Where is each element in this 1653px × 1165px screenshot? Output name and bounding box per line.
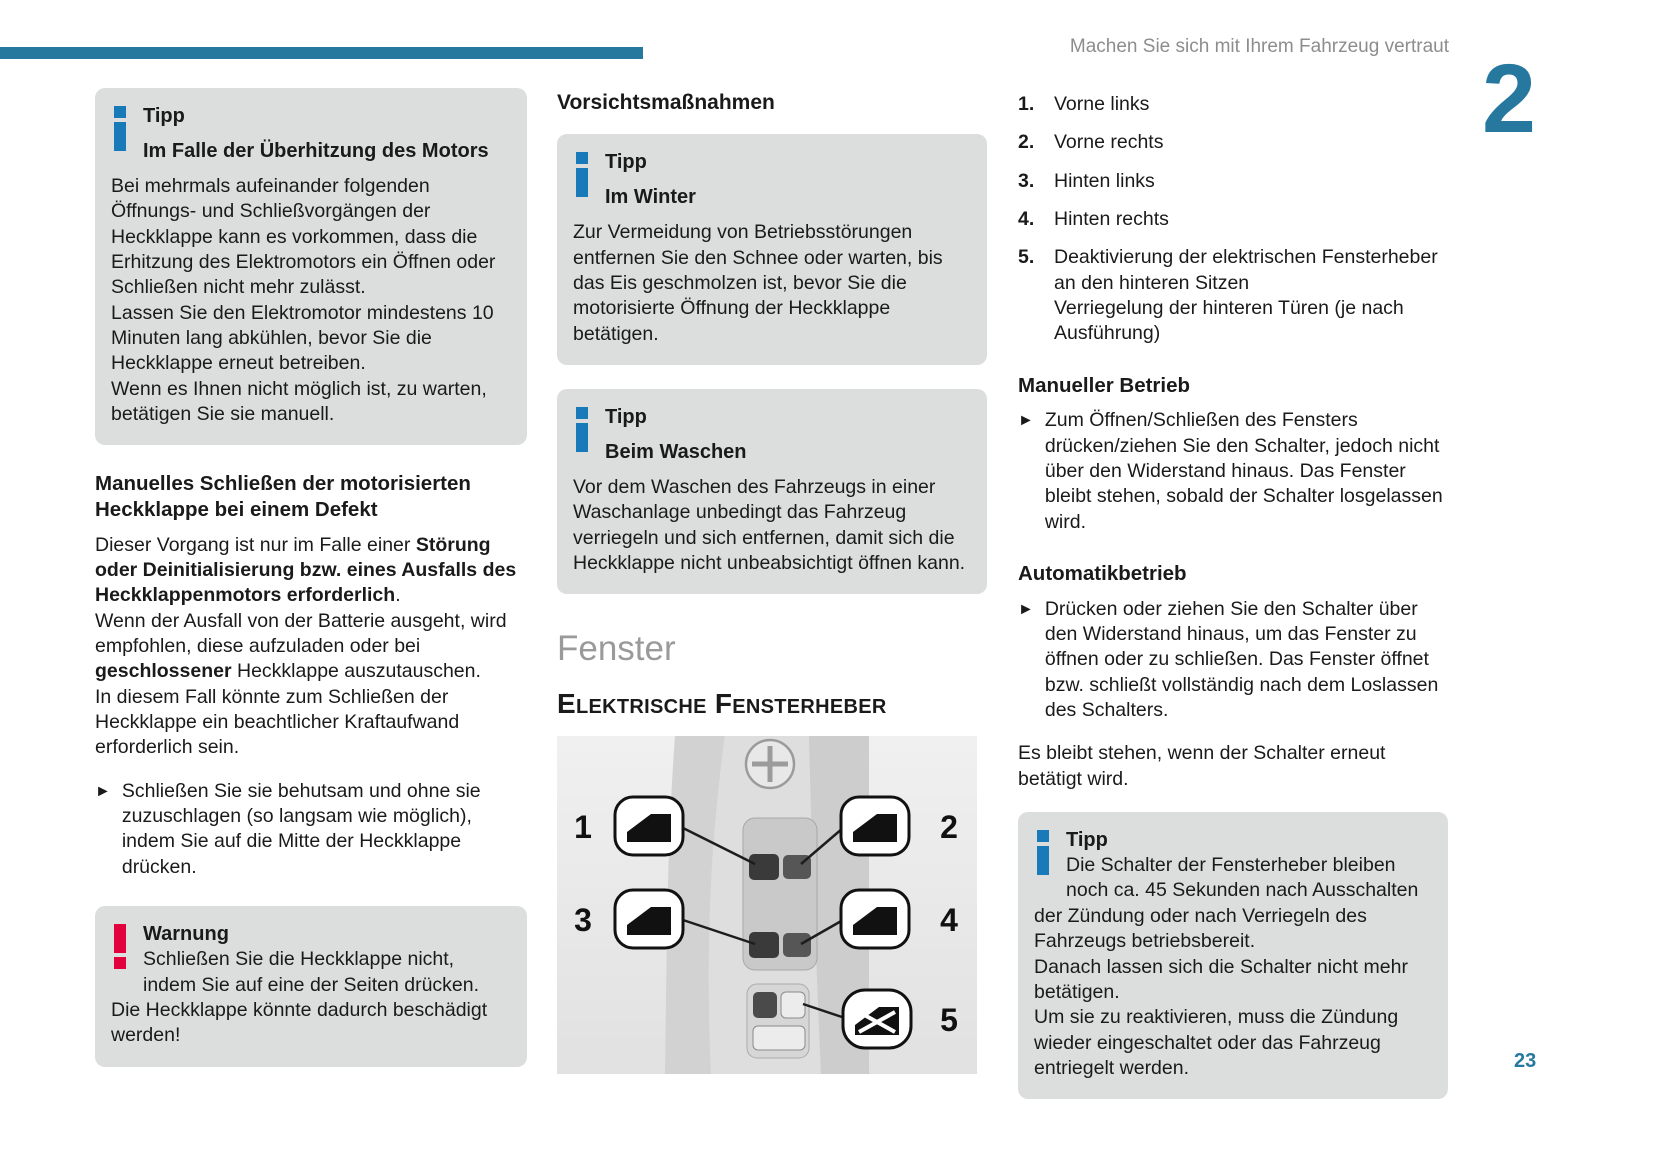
tip-body: Zur Vermeidung von Betriebsstörungen ent… — [573, 221, 943, 345]
warning-label: Warnung — [143, 923, 229, 946]
info-icon — [576, 406, 588, 452]
list-text: Vorne rechts — [1054, 131, 1164, 154]
list-item: 2. Vorne rechts — [1018, 130, 1448, 155]
tip-box-overheat: Tipp Im Falle der Überhitzung des Motors… — [95, 88, 527, 446]
bullet-text: Zum Öffnen/Schließen des Fensters drücke… — [1044, 409, 1443, 533]
section-title-fenster: Fenster — [557, 629, 676, 669]
list-item: 4. Hinten rechts — [1018, 207, 1448, 232]
text-run: Heckklappe auszutauschen. In diesem Fall… — [95, 660, 481, 759]
info-icon — [114, 106, 126, 151]
callout-bubble-1 — [613, 795, 685, 857]
left-column: Tipp Im Falle der Überhitzung des Motors… — [95, 88, 527, 1067]
window-switch-rear-right — [783, 933, 811, 958]
manual-close-paragraph: Dieser Vorgang ist nur im Falle einer St… — [95, 533, 527, 761]
tip-label: Tipp — [605, 151, 647, 174]
callout-bubble-4 — [839, 888, 911, 950]
heading-auto-mode: Automatikbetrieb — [1018, 562, 1187, 586]
bullet-item: ► Drücken oder ziehen Sie den Schalter ü… — [1018, 597, 1448, 724]
tip-label: Tipp — [605, 405, 647, 428]
list-text: Hinten rechts — [1054, 208, 1169, 231]
paragraph-stop: Es bleibt stehen, wenn der Schalter erne… — [1018, 742, 1386, 790]
tip-box-wash: Tipp Beim Waschen Vor dem Waschen des Fa… — [557, 388, 987, 595]
window-open-icon — [627, 907, 671, 936]
callout-numbers: 1 2 3 4 5 — [574, 809, 958, 1038]
callout-lines — [682, 827, 846, 1020]
bullet-text: Schließen Sie sie behutsam und ohne sie … — [121, 779, 481, 878]
warning-box: Warnung Schließen Sie die Heckklappe nic… — [95, 906, 527, 1067]
callout-number-2: 2 — [940, 809, 958, 845]
subsection-title-elektrische-fensterheber: Elektrische Fensterheber — [557, 687, 887, 719]
window-position-list: 1. Vorne links 2. Vorne rechts 3. Hinten… — [1018, 92, 1448, 347]
window-open-icon — [853, 814, 897, 843]
info-icon — [576, 152, 588, 198]
chapter-number: 2 — [1482, 44, 1536, 153]
tip-body: Vor dem Waschen des Fahrzeugs in einer W… — [573, 475, 966, 574]
heading-manual-close: Manuelles Schließen der motorisierten He… — [95, 472, 471, 522]
list-text: Hinten links — [1054, 169, 1155, 192]
right-column: 1. Vorne links 2. Vorne rechts 3. Hinten… — [1018, 88, 1448, 1100]
door-lock-button — [753, 992, 777, 1019]
window-switches-diagram: 1 2 3 4 5 — [557, 736, 977, 1075]
info-icon — [1037, 830, 1049, 876]
arrow-bullet-icon: ► — [1018, 412, 1034, 430]
door-panel-illustration — [665, 736, 869, 1075]
list-item: 5. Deaktivierung der elektrischen Fenste… — [1018, 245, 1448, 346]
warning-body: Schließen Sie die Heckklappe nicht, inde… — [111, 948, 488, 1047]
window-switch-front-left — [749, 854, 779, 881]
callout-bubble-3 — [613, 888, 685, 950]
tip-body: Bei mehrmals aufeinander folgenden Öffnu… — [111, 175, 496, 426]
bold-run: geschlossener — [95, 660, 232, 683]
tip-label: Tipp — [1066, 829, 1108, 852]
text-run: . Wenn der Ausfall von der Batterie ausg… — [95, 584, 507, 658]
callout-number-4: 4 — [940, 902, 958, 938]
list-number: 3. — [1018, 169, 1035, 192]
list-number: 5. — [1018, 246, 1035, 269]
tip-title: Im Falle der Überhitzung des Motors — [143, 140, 489, 162]
callout-bubble-5 — [841, 988, 913, 1050]
bullet-item: ► Schließen Sie sie behutsam und ohne si… — [95, 779, 527, 880]
window-open-icon — [627, 814, 671, 843]
list-number: 2. — [1018, 131, 1035, 154]
callout-number-5: 5 — [940, 1002, 958, 1038]
tip-title: Im Winter — [605, 186, 696, 209]
text-run: Dieser Vorgang ist nur im Falle einer — [95, 533, 416, 556]
arrow-bullet-icon: ► — [1018, 600, 1034, 618]
arrow-bullet-icon: ► — [95, 782, 111, 800]
page-number: 23 — [1514, 1050, 1537, 1072]
callout-bubble-2 — [839, 795, 911, 857]
heading-manual-mode: Manueller Betrieb — [1018, 373, 1191, 397]
bullet-text: Drücken oder ziehen Sie den Schalter übe… — [1044, 597, 1439, 722]
callout-number-1: 1 — [574, 809, 592, 845]
middle-column: Vorsichtsmaßnahmen Tipp Im Winter Zur Ve… — [557, 88, 987, 1075]
callout-bubbles — [613, 795, 913, 1050]
list-text: Deaktivierung der elektrischen Fensterhe… — [1054, 246, 1438, 345]
bold-run: Störung oder Deinitialisierung bzw. eine… — [95, 533, 517, 607]
tip-label: Tipp — [143, 105, 185, 127]
window-switch-rear-left — [749, 932, 779, 959]
bullet-item: ► Zum Öffnen/Schließen des Fensters drüc… — [1018, 408, 1448, 535]
list-text: Vorne links — [1054, 93, 1150, 115]
tip-box-switches: Tipp Die Schalter der Fensterheber bleib… — [1018, 812, 1448, 1100]
running-header: Machen Sie sich mit Ihrem Fahrzeug vertr… — [1069, 36, 1449, 57]
window-deactivation-button — [780, 991, 806, 1019]
lower-button — [752, 1025, 806, 1051]
tip-title: Beim Waschen — [605, 440, 747, 463]
top-accent-bar — [0, 47, 643, 59]
tip-box-winter: Tipp Im Winter Zur Vermeidung von Betrie… — [557, 134, 987, 365]
list-item: 3. Hinten links — [1018, 169, 1448, 194]
warning-icon — [114, 924, 126, 970]
callout-number-3: 3 — [574, 902, 592, 938]
tip-body: Die Schalter der Fensterheber bleiben no… — [1034, 854, 1419, 1079]
list-number: 4. — [1018, 208, 1035, 231]
window-open-icon — [853, 907, 897, 936]
list-number: 1. — [1018, 93, 1035, 115]
list-item: 1. Vorne links — [1018, 92, 1448, 117]
heading-precautions: Vorsichtsmaßnahmen — [557, 91, 775, 114]
